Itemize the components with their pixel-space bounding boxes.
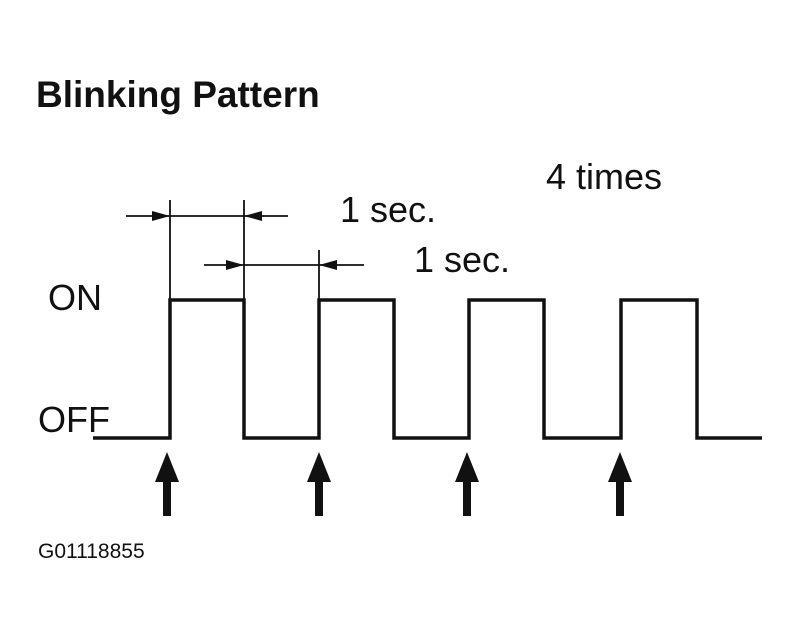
diagram-title: Blinking Pattern bbox=[36, 74, 320, 115]
figure-code: G01118855 bbox=[38, 540, 145, 563]
rising-edge-arrow bbox=[307, 452, 331, 516]
on-level-label: ON bbox=[48, 277, 102, 318]
off-duration-label: 1 sec. bbox=[414, 239, 510, 280]
on-duration-label: 1 sec. bbox=[340, 189, 436, 230]
on-duration-dimension bbox=[126, 200, 288, 300]
repeat-count-label: 4 times bbox=[546, 156, 662, 197]
rising-edge-arrow bbox=[155, 452, 179, 516]
off-duration-dimension bbox=[204, 250, 364, 300]
rising-edge-arrow bbox=[455, 452, 479, 516]
off-level-label: OFF bbox=[38, 399, 110, 440]
rising-edge-arrow bbox=[608, 452, 632, 516]
signal-waveform bbox=[93, 298, 762, 440]
